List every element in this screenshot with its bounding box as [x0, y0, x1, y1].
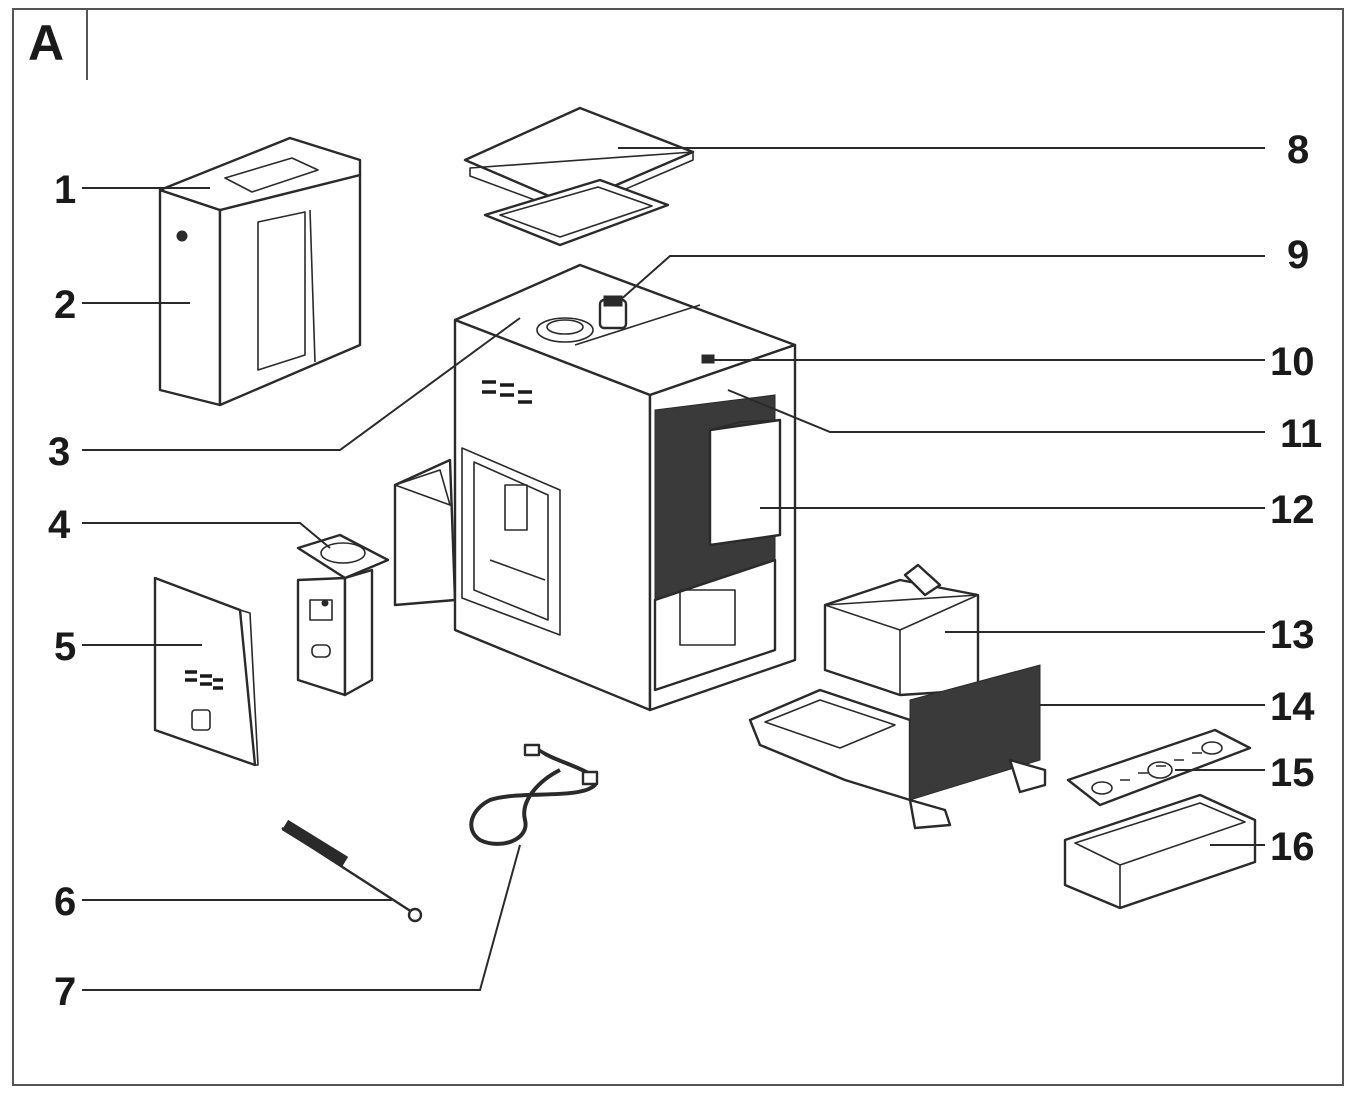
- lower-tray: [1063, 793, 1257, 910]
- brewing-unit: [296, 533, 390, 697]
- lid-frame: [483, 178, 670, 247]
- figure-letter-divider: [86, 10, 88, 80]
- figure-letter: A: [28, 15, 65, 71]
- figure-frame: [12, 8, 1344, 1086]
- callout-15: 15: [1270, 751, 1315, 795]
- water-tank: [158, 136, 362, 407]
- callout-13: 13: [1270, 613, 1315, 657]
- callout-6: 6: [54, 880, 76, 924]
- callout-4: 4: [48, 503, 71, 547]
- callout-7: 7: [54, 970, 76, 1014]
- power-cord: [469, 743, 599, 846]
- callout-16: 16: [1270, 825, 1315, 869]
- callout-3: 3: [48, 430, 70, 474]
- drip-tray: [748, 664, 1047, 830]
- callout-numbers: 1 2 3 4 5 6 7 8 9 10 11 12 13 14 15 16: [48, 128, 1322, 1014]
- callout-2: 2: [54, 283, 76, 327]
- callout-8: 8: [1287, 128, 1309, 172]
- side-panel: [153, 576, 259, 767]
- cleaning-brush: [281, 819, 423, 923]
- machine-body: [393, 263, 797, 712]
- callout-12: 12: [1270, 488, 1315, 532]
- drip-grille: [1066, 728, 1252, 807]
- callout-9: 9: [1287, 233, 1309, 277]
- callout-1: 1: [54, 168, 76, 212]
- grounds-container: [823, 563, 980, 697]
- callout-11: 11: [1280, 412, 1322, 456]
- callout-5: 5: [54, 625, 76, 669]
- callout-10: 10: [1270, 340, 1315, 384]
- leader-lines: [82, 147, 1265, 991]
- callout-14: 14: [1270, 685, 1315, 729]
- lid-plate: [463, 106, 695, 214]
